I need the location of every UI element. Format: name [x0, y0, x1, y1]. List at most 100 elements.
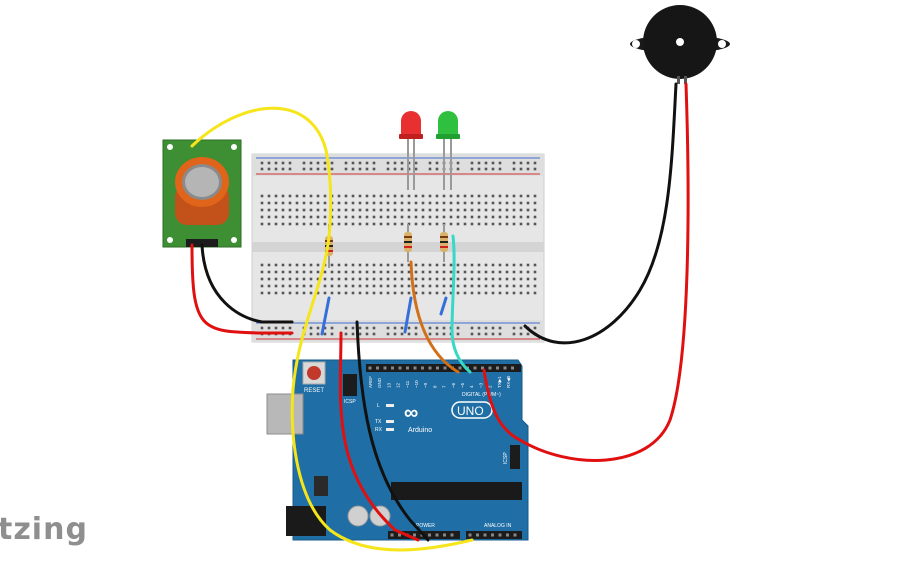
terminal-hole: [309, 263, 313, 267]
digital-pin-label: ~11: [405, 380, 410, 388]
terminal-hole: [533, 277, 537, 281]
terminal-hole: [512, 263, 516, 267]
rail-hole: [470, 326, 474, 330]
terminal-hole: [281, 201, 285, 205]
terminal-hole: [526, 194, 530, 198]
terminal-hole: [281, 277, 285, 281]
terminal-hole: [519, 201, 523, 205]
terminal-hole: [400, 194, 404, 198]
wire-red-buzzer: [482, 82, 690, 462]
terminal-hole: [358, 222, 362, 226]
terminal-hole: [400, 284, 404, 288]
terminal-hole: [337, 291, 341, 295]
terminal-hole: [274, 270, 278, 274]
wire-red-sensor: [190, 243, 294, 335]
terminal-hole: [414, 270, 418, 274]
terminal-hole: [365, 208, 369, 212]
rail-hole: [351, 161, 355, 165]
terminal-hole: [358, 215, 362, 219]
terminal-hole: [463, 208, 467, 212]
led-l-label: L: [377, 403, 380, 409]
rail-hole: [351, 332, 355, 336]
terminal-hole: [463, 201, 467, 205]
header-pin: [435, 533, 439, 537]
breadboard-holes: [260, 161, 537, 336]
terminal-hole: [267, 194, 271, 198]
terminal-hole: [260, 284, 264, 288]
terminal-hole: [274, 194, 278, 198]
terminal-hole: [337, 215, 341, 219]
terminal-hole: [456, 215, 460, 219]
terminal-hole: [288, 215, 292, 219]
rail-hole: [344, 167, 348, 171]
rail-hole: [323, 326, 327, 330]
terminal-hole: [470, 277, 474, 281]
terminal-hole: [351, 201, 355, 205]
terminal-hole: [526, 208, 530, 212]
terminal-hole: [316, 291, 320, 295]
digital-pin-label: TX▶1: [497, 376, 502, 388]
digital-pin-label: 8: [432, 385, 437, 388]
reset-button[interactable]: [307, 366, 321, 380]
terminal-hole: [470, 215, 474, 219]
terminal-hole: [260, 291, 264, 295]
terminal-hole: [442, 208, 446, 212]
terminal-hole: [435, 208, 439, 212]
icsp-header-side: [510, 445, 520, 469]
terminal-hole: [428, 215, 432, 219]
power-jack: [286, 506, 326, 536]
terminal-hole: [379, 277, 383, 281]
terminal-hole: [470, 284, 474, 288]
terminal-hole: [449, 263, 453, 267]
rail-hole: [288, 326, 292, 330]
terminal-hole: [533, 222, 537, 226]
terminal-hole: [344, 222, 348, 226]
terminal-hole: [379, 215, 383, 219]
terminal-hole: [323, 284, 327, 288]
terminal-hole: [309, 284, 313, 288]
terminal-hole: [316, 277, 320, 281]
terminal-hole: [428, 284, 432, 288]
terminal-hole: [505, 201, 509, 205]
digital-pin-label: 7: [442, 385, 447, 388]
terminal-hole: [267, 222, 271, 226]
rail-hole: [456, 332, 460, 336]
terminal-hole: [379, 270, 383, 274]
terminal-hole: [400, 291, 404, 295]
terminal-hole: [526, 201, 530, 205]
terminal-hole: [505, 263, 509, 267]
terminal-hole: [351, 194, 355, 198]
terminal-hole: [393, 194, 397, 198]
header-pin: [398, 366, 402, 370]
terminal-hole: [316, 194, 320, 198]
rail-hole: [498, 326, 502, 330]
terminal-hole: [456, 270, 460, 274]
terminal-hole: [337, 194, 341, 198]
terminal-hole: [491, 291, 495, 295]
terminal-hole: [428, 222, 432, 226]
terminal-hole: [407, 263, 411, 267]
terminal-hole: [526, 277, 530, 281]
terminal-hole: [379, 201, 383, 205]
terminal-hole: [491, 263, 495, 267]
terminal-hole: [302, 222, 306, 226]
header-pin: [443, 533, 446, 537]
rail-hole: [526, 332, 530, 336]
bottom-pin-holes: [390, 533, 517, 537]
terminal-hole: [358, 270, 362, 274]
rail-hole: [470, 161, 474, 165]
terminal-hole: [533, 201, 537, 205]
terminal-hole: [498, 291, 502, 295]
rail-hole: [309, 326, 313, 330]
terminal-hole: [498, 201, 502, 205]
terminal-hole: [323, 222, 327, 226]
terminal-hole: [519, 222, 523, 226]
terminal-hole: [351, 291, 355, 295]
terminal-hole: [351, 208, 355, 212]
terminal-hole: [449, 284, 453, 288]
terminal-hole: [414, 208, 418, 212]
led-tx-label: TX: [375, 419, 382, 425]
voltage-regulator: [314, 476, 328, 496]
terminal-hole: [393, 215, 397, 219]
terminal-hole: [407, 201, 411, 205]
